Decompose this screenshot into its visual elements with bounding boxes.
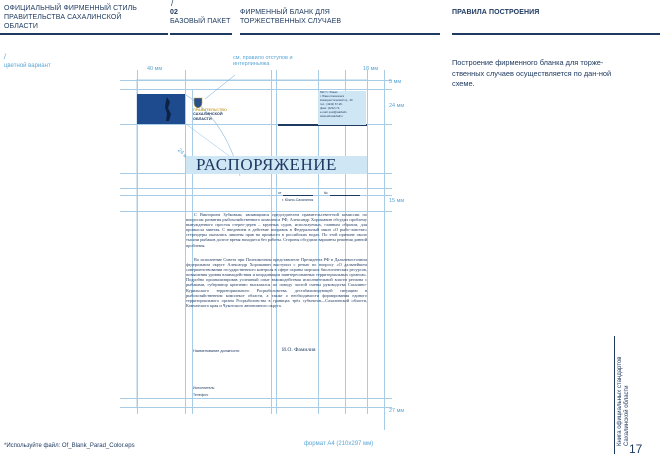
body-paragraph: С Викторием Зубковым, являющимся председ… [186, 212, 367, 248]
construction-description: Построение фирменного бланка для торже-с… [452, 58, 612, 88]
indent-rule-note: см. правило отступов и интерлиньяжа [233, 55, 293, 67]
body-paragraph: Во исполнение Совета при Полномочном пре… [186, 257, 367, 308]
header-section-number: 02 [170, 9, 178, 16]
guide-line [120, 80, 392, 81]
org-name-line3: ОБЛАСТИ [193, 116, 212, 121]
guide-line [120, 195, 392, 196]
header-rule-2 [170, 33, 232, 35]
page-header: ОФИЦИАЛЬНЫЙ ФИРМЕННЫЙ СТИЛЬ ПРАВИТЕЛЬСТВ… [0, 0, 660, 35]
number-prefix: № [324, 191, 328, 195]
guide-line [120, 89, 392, 90]
signer-position: Наименование должности [193, 349, 240, 353]
date-line [283, 195, 313, 196]
phone-label: Телефон: [193, 393, 209, 397]
guide-line [367, 70, 368, 414]
contact-line: тел.: (4242) 67-26- [320, 103, 343, 106]
contact-line: факс: (4242) 72- [320, 107, 341, 110]
spine-rule [614, 336, 615, 454]
guide-line [137, 70, 138, 414]
header-brand-title: ОФИЦИАЛЬНЫЙ ФИРМЕННЫЙ СТИЛЬ ПРАВИТЕЛЬСТВ… [4, 5, 137, 30]
island-map-image [137, 94, 185, 124]
org-name-line1: ПРАВИТЕЛЬСТВО [193, 108, 227, 112]
bottom-margin-dimension: 27 мм [389, 408, 405, 414]
document-title: РАСПОРЯЖЕНИЕ [196, 155, 337, 174]
spine-line-1: Книга официальных стандартов [617, 356, 623, 446]
guide-line [185, 70, 186, 414]
header-rule-4 [452, 33, 660, 35]
guide-line [345, 70, 346, 414]
guide-line [120, 407, 392, 408]
guide-line [192, 90, 193, 414]
variant-label: цветной вариант [4, 63, 51, 69]
file-note: *Используйте файл: Of_Blank_Parad_Color.… [4, 443, 135, 449]
contacts-block: 693 ? г. Южно- г. Южно-Сахалинск Коммуни… [318, 91, 366, 125]
header-slash: / [171, 0, 174, 8]
guide-line [318, 70, 319, 414]
left-margin-dimension: 40 мм [147, 66, 163, 72]
sakhalin-map-icon [137, 94, 185, 124]
title-offset-dimension: 15 мм [389, 198, 405, 204]
header-rule-1 [0, 33, 168, 35]
executor-label: Исполнитель: [193, 386, 216, 390]
top-margin-dimension: 5 мм [389, 79, 402, 85]
page-number: 17 [629, 442, 643, 456]
spine-caption: Книга официальных стандартов Сахалинской… [617, 336, 630, 446]
letterhead-sheet [136, 79, 368, 408]
contact-line: Коммунистический пр., 39 [320, 99, 353, 102]
guide-line [120, 398, 392, 399]
guide-line [120, 211, 392, 212]
contact-line: e-mail: post@sakhalin. [320, 111, 348, 114]
guide-line [276, 70, 277, 414]
guide-line [384, 70, 385, 430]
org-name-line2: САХАЛИНСКОЙ [193, 112, 223, 117]
guide-line [120, 188, 392, 189]
number-line [330, 195, 360, 196]
logo-height-dimension: 24 мм [389, 103, 405, 109]
guide-line [271, 70, 272, 414]
signer-name: И.О. Фамилия [282, 347, 316, 353]
contact-line: 693 ? г. Южно- [320, 91, 339, 94]
header-chapter-title: ПРАВИЛА ПОСТРОЕНИЯ [452, 9, 540, 16]
title-band [186, 156, 367, 174]
variant-slash: / [4, 54, 6, 61]
header-rule-3 [240, 33, 440, 35]
coat-of-arms-icon [193, 95, 203, 109]
header-subsection-title: ФИРМЕННЫЙ БЛАНК ДЛЯ ТОРЖЕСТВЕННЫХ СЛУЧАЕ… [240, 9, 342, 25]
header-section-title: БАЗОВЫЙ ПАКЕТ [170, 18, 231, 25]
org-name-block: ПРАВИТЕЛЬСТВО САХАЛИНСКОЙ ОБЛАСТИ [193, 108, 227, 121]
format-label: формат А4 (210х297 мм) [304, 441, 374, 447]
contact-line: www.admsakhalin.r [320, 115, 344, 118]
right-margin-dimension: 18 мм [363, 66, 379, 72]
date-prefix: от [278, 191, 282, 195]
city-label: г. Южно-Сахалинск [282, 198, 314, 202]
guide-line [120, 124, 392, 125]
spine-line-2: Сахалинской области [624, 385, 630, 446]
contact-line: г. Южно-Сахалинск [320, 95, 344, 98]
